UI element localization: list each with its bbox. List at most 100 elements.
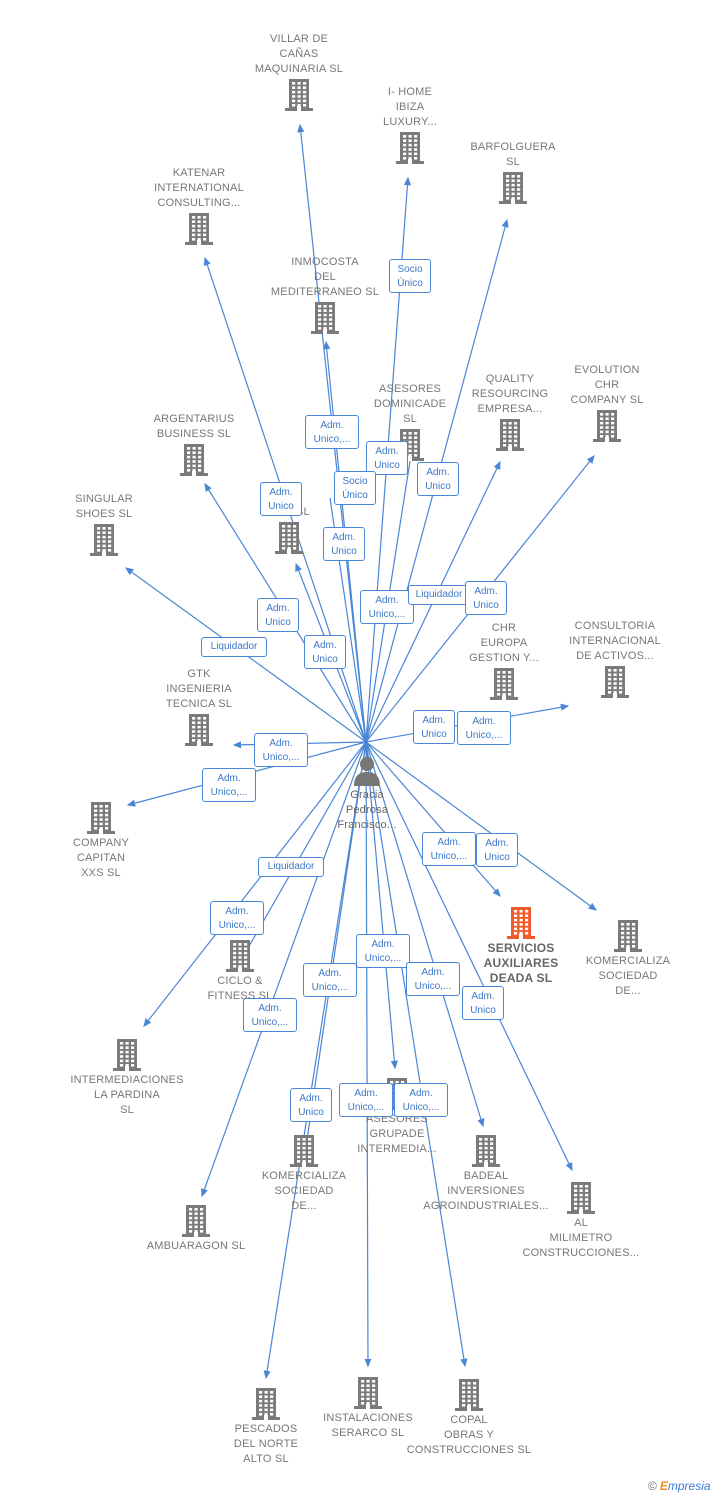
company-label: KOMERCIALIZA SOCIEDAD DE... — [585, 955, 671, 997]
company-node-al[interactable]: AL MILIMETRO CONSTRUCCIONES... — [516, 1180, 646, 1261]
company-node-copal[interactable]: COPAL OBRAS Y CONSTRUCCIONES SL — [404, 1377, 534, 1458]
relation-tag[interactable]: Socio Único — [334, 471, 376, 505]
company-node-intermediaciones[interactable]: INTERMEDIACIONES LA PARDINA SL — [62, 1037, 192, 1118]
relation-edge — [201, 741, 367, 1198]
company-node-villar[interactable]: VILLAR DE CAÑAS MAQUINARIA SL — [234, 32, 364, 113]
company-label: GTK INGENIERIA TECNICA SL — [165, 668, 233, 710]
building-icon — [311, 302, 339, 334]
company-node-ambuaragon[interactable]: AMBUARAGON SL — [131, 1203, 261, 1254]
relation-edge — [263, 741, 367, 1380]
company-node-consultoria[interactable]: CONSULTORIA INTERNACIONAL DE ACTIVOS... — [550, 619, 680, 700]
company-label: CONSULTORIA INTERNACIONAL DE ACTIVOS... — [569, 620, 661, 662]
relation-tag[interactable]: Adm. Unico — [465, 581, 507, 615]
relation-tag[interactable]: Adm. Unico,... — [356, 934, 410, 968]
relation-tag[interactable]: Adm. Unico — [260, 482, 302, 516]
company-node-ihome[interactable]: I- HOME IBIZA LUXURY... — [345, 85, 475, 166]
relation-tag[interactable]: Adm. Unico,... — [305, 415, 359, 449]
company-node-chreuropa[interactable]: CHR EUROPA GESTION Y... — [439, 621, 569, 702]
company-label: EVOLUTION CHR COMPANY SL — [570, 364, 644, 406]
company-label: ARGENTARIUS BUSINESS SL — [153, 413, 235, 440]
relation-tag[interactable]: Adm. Unico — [366, 441, 408, 475]
building-icon — [567, 1182, 595, 1214]
relation-tag[interactable]: Adm. Unico — [462, 986, 504, 1020]
company-label: INTERMEDIACIONES LA PARDINA SL — [70, 1074, 184, 1116]
company-label: COPAL OBRAS Y CONSTRUCCIONES SL — [406, 1414, 532, 1456]
company-node-ciclo[interactable]: CICLO & FITNESS SL — [175, 938, 305, 1004]
company-node-singular[interactable]: SINGULAR SHOES SL — [39, 492, 169, 558]
relation-edge — [365, 741, 597, 911]
company-node-katenar[interactable]: KATENAR INTERNATIONAL CONSULTING... — [134, 166, 264, 247]
company-node-inmocosta[interactable]: INMOCOSTA DEL MEDITERRANEO SL — [260, 255, 390, 336]
building-icon — [396, 132, 424, 164]
relation-edge — [365, 741, 468, 1368]
building-icon — [490, 668, 518, 700]
building-icon — [185, 213, 213, 245]
company-node-evolution[interactable]: EVOLUTION CHR COMPANY SL — [542, 363, 672, 444]
company-label: PESCADOS DEL NORTE ALTO SL — [233, 1423, 299, 1465]
relation-edge — [143, 741, 367, 1027]
building-icon — [455, 1379, 483, 1411]
relation-edge — [365, 741, 501, 897]
company-label: CHR EUROPA GESTION Y... — [469, 622, 539, 664]
building-icon — [496, 419, 524, 451]
relation-tag[interactable]: Adm. Unico,... — [303, 963, 357, 997]
relation-tag[interactable]: Adm. Unico,... — [360, 590, 414, 624]
relation-tag[interactable]: Adm. Unico,... — [339, 1083, 393, 1117]
relation-tag[interactable]: Adm. Unico,... — [254, 733, 308, 767]
relation-tag[interactable]: Adm. Unico — [417, 462, 459, 496]
relation-tag[interactable]: Liquidador — [201, 637, 267, 657]
relation-tag[interactable]: Adm. Unico,... — [422, 832, 476, 866]
company-label: SERVICIOS AUXILIARES DEADA SL — [483, 941, 559, 985]
company-label: INMOCOSTA DEL MEDITERRANEO SL — [270, 256, 380, 298]
building-icon — [87, 802, 115, 834]
building-icon — [614, 920, 642, 952]
company-node-komercializa2[interactable]: KOMERCIALIZA SOCIEDAD DE... — [239, 1133, 369, 1214]
building-icon — [290, 1135, 318, 1167]
company-node-badeal[interactable]: BADEAL INVERSIONES AGROINDUSTRIALES... — [421, 1133, 551, 1214]
relation-tag[interactable]: Liquidador — [258, 857, 324, 877]
relation-edge — [365, 741, 485, 1128]
company-node-barfolguera[interactable]: BARFOLGUERA SL — [448, 140, 578, 206]
company-node-pescados[interactable]: PESCADOS DEL NORTE ALTO SL — [201, 1386, 331, 1467]
relation-tag[interactable]: Adm. Unico,... — [394, 1083, 448, 1117]
company-label: ASESORES DOMINICADE SL — [373, 383, 447, 425]
relation-tag[interactable]: Adm. Unico,... — [210, 901, 264, 935]
person-icon — [354, 757, 380, 786]
building-icon — [354, 1377, 382, 1409]
company-node-argentarius[interactable]: ARGENTARIUS BUSINESS SL — [129, 412, 259, 478]
relation-tag[interactable]: Adm. Unico — [290, 1088, 332, 1122]
company-label: BARFOLGUERA SL — [470, 141, 556, 168]
company-node-servicios[interactable]: SERVICIOS AUXILIARES DEADA SL — [456, 905, 586, 986]
relation-tag[interactable]: Adm. Unico,... — [202, 768, 256, 802]
relation-edge — [365, 741, 398, 1070]
center-person-label: Gracia Pedrosa Francisco... — [337, 789, 397, 831]
company-label: COMPANY CAPITAN XXS SL — [72, 837, 130, 879]
company-node-gtk[interactable]: GTK INGENIERIA TECNICA SL — [134, 667, 264, 748]
brand-logo: ©Empresia — [648, 1479, 711, 1493]
company-node-instalaciones[interactable]: INSTALACIONES SERARCO SL — [303, 1375, 433, 1441]
relation-tag[interactable]: Socio Único — [389, 259, 431, 293]
company-label: BADEAL INVERSIONES AGROINDUSTRIALES... — [423, 1170, 549, 1212]
relation-tag[interactable]: Liquidador — [408, 585, 470, 605]
relation-edge — [365, 741, 573, 1172]
relation-tag[interactable]: Adm. Unico — [476, 833, 518, 867]
building-icon — [507, 907, 535, 939]
center-person-node[interactable]: Gracia Pedrosa Francisco... — [302, 752, 432, 833]
company-node-komercializa1[interactable]: KOMERCIALIZA SOCIEDAD DE... — [563, 918, 693, 999]
company-label: I- HOME IBIZA LUXURY... — [383, 86, 437, 128]
relation-tag[interactable]: Adm. Unico,... — [243, 998, 297, 1032]
company-node-company[interactable]: COMPANY CAPITAN XXS SL — [36, 800, 166, 881]
relation-tag[interactable]: Adm. Unico — [257, 598, 299, 632]
relation-tag[interactable]: Adm. Unico — [304, 635, 346, 669]
relation-tag[interactable]: Adm. Unico — [413, 710, 455, 744]
company-label: KOMERCIALIZA SOCIEDAD DE... — [261, 1170, 347, 1212]
company-node-quality[interactable]: QUALITY RESOURCING EMPRESA... — [445, 372, 575, 453]
company-label: KATENAR INTERNATIONAL CONSULTING... — [154, 167, 244, 209]
relation-tag[interactable]: Adm. Unico,... — [406, 962, 460, 996]
company-label: VILLAR DE CAÑAS MAQUINARIA SL — [254, 33, 344, 75]
relation-tag[interactable]: Adm. Unico — [323, 527, 365, 561]
relation-tag[interactable]: Adm. Unico,... — [457, 711, 511, 745]
building-icon — [113, 1039, 141, 1071]
